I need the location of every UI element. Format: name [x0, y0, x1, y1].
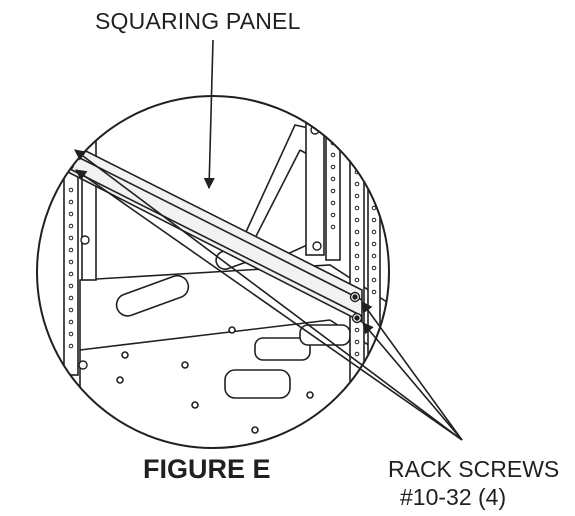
- rack-screws-spec: #10-32 (4): [400, 484, 507, 510]
- rear-upright: [325, 96, 341, 261]
- squaring-panel-label: SQUARING PANEL: [95, 8, 301, 34]
- left-rack-rail: [63, 96, 79, 376]
- rear-upright: [305, 96, 325, 256]
- rear-brace-edge: [249, 149, 301, 249]
- squaring-panel-edge: [63, 149, 363, 301]
- base-slot: [254, 337, 311, 361]
- rack-screws-label: RACK SCREWS: [388, 456, 560, 482]
- callout-arrow: [74, 39, 463, 441]
- base-hole: [228, 326, 236, 334]
- base-slot: [224, 369, 291, 399]
- base-hole: [191, 401, 199, 409]
- base-hole: [306, 391, 314, 399]
- base-slot: [115, 274, 190, 317]
- cabinet-interior-drawing: [61, 96, 389, 448]
- detail-circle: [36, 95, 390, 449]
- base-hole: [121, 351, 129, 359]
- base-hole: [181, 361, 189, 369]
- base-hole: [116, 376, 124, 384]
- base-plate-edge: [79, 319, 331, 351]
- base-hole: [251, 426, 259, 434]
- base-slot: [299, 324, 351, 346]
- figure-title: FIGURE E: [143, 454, 271, 484]
- squaring-panel-edge: [63, 165, 363, 317]
- base-hole: [341, 411, 349, 419]
